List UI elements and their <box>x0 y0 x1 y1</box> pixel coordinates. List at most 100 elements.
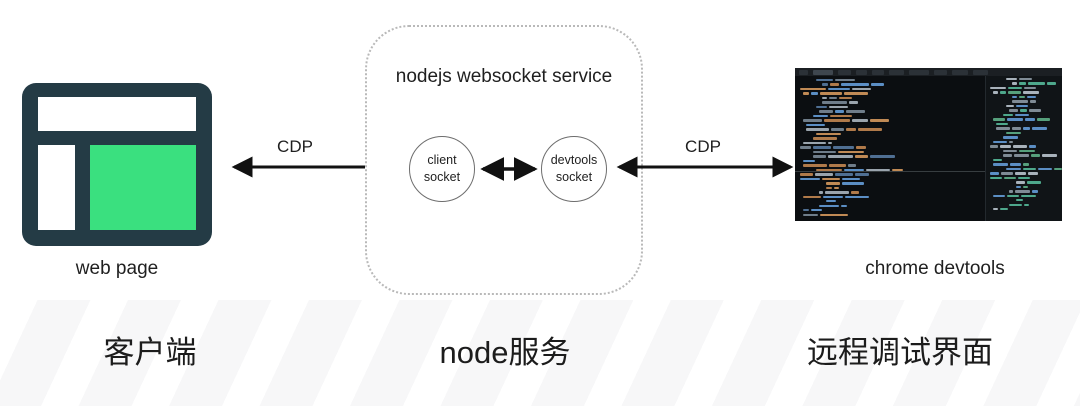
devtools-code-token <box>990 172 999 175</box>
devtools-code-token <box>1012 95 1017 99</box>
devtools-tab <box>952 69 968 75</box>
devtools-code-token <box>1025 118 1036 121</box>
devtools-socket-line1: devtools <box>550 153 598 167</box>
devtools-code-token <box>1054 167 1062 171</box>
devtools-code-line <box>988 145 1062 148</box>
devtools-code-token <box>856 146 867 149</box>
devtools-code-token <box>891 168 904 172</box>
devtools-code-token <box>803 141 826 145</box>
devtools-code-line <box>798 195 985 198</box>
devtools-code-token <box>990 86 1006 90</box>
devtools-code-line <box>988 86 1062 90</box>
devtools-code-token <box>1004 176 1017 180</box>
devtools-code-token <box>841 83 869 86</box>
devtools-code-token <box>812 137 837 140</box>
devtools-code-line <box>988 149 1062 153</box>
section-label-client: 客户端 <box>103 335 197 370</box>
devtools-code-token <box>1015 190 1030 193</box>
devtools-tab <box>838 69 851 75</box>
devtools-code-token <box>851 191 860 194</box>
devtools-code-token <box>1009 203 1022 206</box>
devtools-code-token <box>828 155 854 158</box>
devtools-code-token <box>857 128 882 131</box>
devtools-code-line <box>988 127 1062 130</box>
devtools-code-token <box>996 127 1011 130</box>
devtools-tab <box>799 69 808 75</box>
devtools-code-token <box>1006 104 1014 108</box>
devtools-code-line <box>988 176 1062 180</box>
devtools-code-token <box>829 105 848 109</box>
devtools-code-token <box>1009 109 1019 112</box>
devtools-code-token <box>1023 167 1036 171</box>
devtools-code-token <box>1018 95 1025 99</box>
devtools-code-line <box>988 203 1062 206</box>
devtools-code-token <box>1041 154 1058 157</box>
devtools-code-token <box>849 101 859 104</box>
devtools-code-token <box>819 204 840 207</box>
devtools-code-token <box>990 145 998 148</box>
node-service-title: nodejs websocket service <box>395 66 613 87</box>
devtools-code-line <box>988 136 1062 139</box>
devtools-code-token <box>996 122 1009 126</box>
devtools-code-token <box>1037 167 1053 171</box>
devtools-side-panel <box>985 76 1062 221</box>
devtools-code-line <box>988 194 1062 197</box>
devtools-code-token <box>823 119 851 122</box>
devtools-code-token <box>823 195 843 198</box>
devtools-code-token <box>835 173 853 176</box>
devtools-code-token <box>814 173 834 176</box>
devtools-code-token <box>834 110 845 113</box>
devtools-code-line <box>988 104 1062 108</box>
devtools-code-line <box>798 209 985 212</box>
devtools-code-token <box>1012 82 1018 85</box>
devtools-code-token <box>866 168 890 172</box>
devtools-code-token <box>800 146 811 149</box>
devtools-code-token <box>819 110 833 113</box>
devtools-code-line <box>798 110 985 113</box>
devtools-code-token <box>845 128 856 131</box>
devtools-code-token <box>1032 127 1048 130</box>
devtools-code-line <box>798 146 985 149</box>
devtools-code-token <box>800 87 827 91</box>
devtools-code-token <box>842 177 861 181</box>
devtools-code-line <box>988 154 1062 157</box>
devtools-code-line <box>988 167 1062 171</box>
devtools-code-token <box>837 150 865 154</box>
devtools-code-token <box>803 195 822 198</box>
devtools-highlight-line <box>795 171 985 172</box>
devtools-code-token <box>812 146 831 149</box>
devtools-code-token <box>993 140 1008 144</box>
devtools-code-line <box>798 155 985 158</box>
devtools-code-token <box>1015 185 1021 189</box>
devtools-code-token <box>816 132 842 136</box>
devtools-code-token <box>800 177 820 181</box>
devtools-code-token <box>1019 82 1027 85</box>
devtools-code-line <box>798 204 985 207</box>
devtools-code-token <box>1013 154 1030 157</box>
devtools-code-token <box>803 119 822 122</box>
devtools-code-token <box>1023 91 1039 94</box>
chrome-devtools-caption: chrome devtools <box>865 258 1005 279</box>
devtools-code-line <box>988 199 1062 202</box>
devtools-code-line <box>798 119 985 122</box>
devtools-tab <box>813 69 833 75</box>
devtools-code-token <box>1024 203 1029 206</box>
devtools-code-line <box>988 95 1062 99</box>
devtools-code-token <box>1007 118 1024 121</box>
devtools-code-token <box>990 176 1003 180</box>
devtools-code-token <box>846 110 865 113</box>
devtools-code-token <box>803 159 816 163</box>
web-page-topbar-shape <box>38 97 196 131</box>
devtools-code-token <box>1009 163 1021 166</box>
devtools-socket-node: devtools socket <box>541 136 607 202</box>
section-label-node-service: node服务 <box>439 335 571 370</box>
devtools-code-token <box>822 96 828 100</box>
devtools-code-token <box>803 92 809 95</box>
devtools-code-line <box>798 101 985 104</box>
devtools-code-line <box>988 109 1062 112</box>
devtools-code-line <box>798 182 985 185</box>
devtools-code-token <box>819 191 824 194</box>
devtools-code-token <box>869 119 889 122</box>
devtools-code-token <box>1022 185 1028 189</box>
devtools-code-token <box>1006 78 1018 81</box>
